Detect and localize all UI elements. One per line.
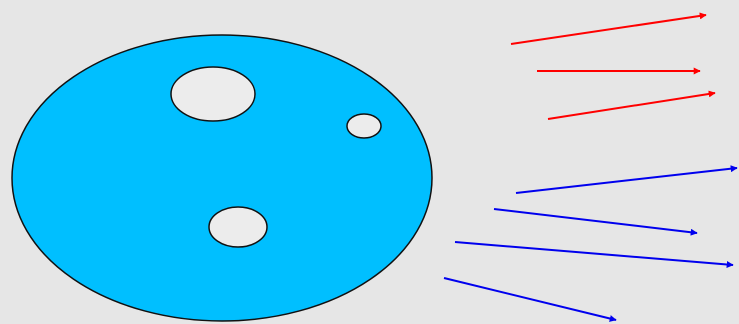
hole-top (171, 67, 255, 121)
hole-right (347, 114, 381, 138)
hole-bottom (209, 207, 267, 247)
sphere-body (12, 35, 432, 321)
